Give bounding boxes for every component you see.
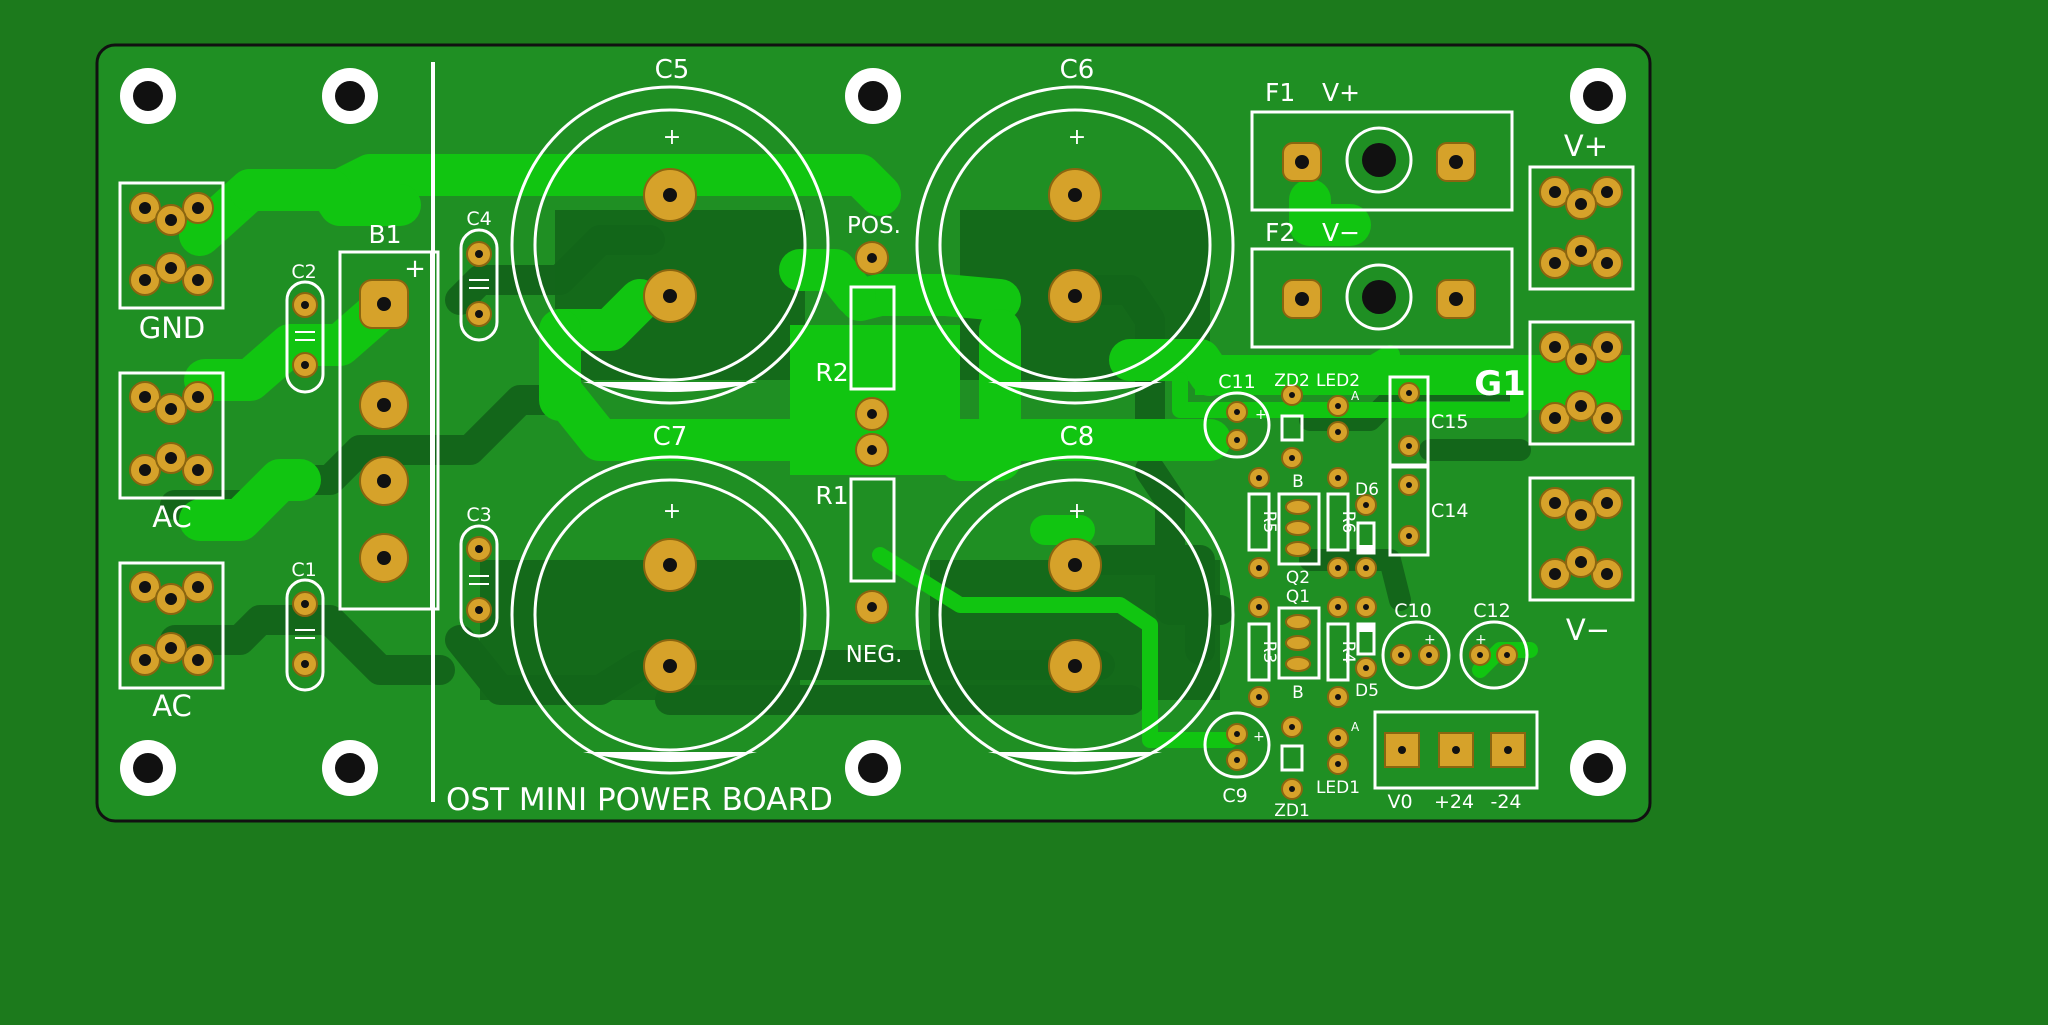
label-plus24: +24	[1434, 791, 1474, 813]
connector-ac-1: AC	[118, 371, 225, 534]
label-led1: LED1	[1316, 778, 1360, 798]
label-anode: A	[1351, 389, 1360, 403]
label-r4: R4	[1338, 641, 1358, 664]
label-d5: D5	[1355, 681, 1379, 701]
label-zd2: ZD2	[1274, 371, 1310, 391]
capacitor-c9	[1203, 711, 1271, 779]
label-f1-net: V+	[1322, 78, 1360, 107]
resistor-r2: R2 POS.	[815, 213, 901, 431]
label-c8: C8	[1060, 422, 1095, 452]
label-c9: C9	[1222, 785, 1247, 807]
bottom-pour-lower-left	[480, 560, 800, 700]
label-r6: R6	[1338, 511, 1358, 534]
capacitor-c1: C1	[285, 559, 325, 692]
capacitor-c8: + C8	[915, 422, 1235, 775]
capacitor-c7: + C7	[510, 422, 830, 775]
label-b: B	[1292, 683, 1304, 703]
label-ac: AC	[152, 500, 192, 534]
label-zd1: ZD1	[1274, 801, 1310, 821]
polarity-mark: +	[404, 254, 426, 284]
label-f2: F2	[1265, 218, 1295, 247]
capacitor-c11	[1203, 391, 1271, 459]
label-r5: R5	[1259, 511, 1279, 534]
label-c14: C14	[1431, 500, 1468, 522]
label-anode: A	[1351, 720, 1360, 734]
connector-gnd: GND	[118, 181, 225, 345]
capacitor-c3: C3	[459, 504, 499, 638]
fuse-f2: F2 V−	[1250, 218, 1514, 349]
polarity-mark: +	[1068, 125, 1086, 150]
label-q2: Q2	[1286, 568, 1310, 588]
label-f1: F1	[1265, 78, 1295, 107]
output-header	[1373, 710, 1539, 790]
label-c12: C12	[1473, 600, 1510, 622]
capacitor-c10	[1381, 620, 1451, 690]
capacitor-c6: + C6	[915, 55, 1235, 405]
resistor-r1: R1 NEG.	[815, 433, 903, 668]
polarity-mark: +	[1424, 632, 1436, 648]
label-c6: C6	[1060, 55, 1095, 85]
polarity-mark: +	[1255, 407, 1267, 423]
capacitor-c5: + C5	[510, 55, 830, 405]
label-minus24: -24	[1490, 791, 1521, 813]
label-gnd: GND	[139, 311, 206, 345]
capacitor-c12	[1459, 620, 1529, 690]
label-c10: C10	[1394, 600, 1431, 622]
connector-v0	[1528, 320, 1635, 446]
mounting-holes	[120, 68, 1626, 796]
label-g1: G1	[1474, 364, 1526, 404]
label-led2: LED2	[1316, 371, 1360, 391]
polarity-mark: +	[663, 125, 681, 150]
label-r3: R3	[1259, 641, 1279, 664]
label-c4: C4	[466, 208, 491, 230]
board-title: OST MINI POWER BOARD	[446, 782, 833, 818]
capacitor-c2: C2	[285, 261, 325, 394]
polarity-mark: +	[1068, 499, 1086, 524]
label-c3: C3	[466, 504, 491, 526]
connector-ac-2: AC	[118, 561, 225, 723]
label-v-plus: V+	[1564, 129, 1608, 163]
label-ac: AC	[152, 689, 192, 723]
label-c5: C5	[655, 55, 690, 85]
label-c11: C11	[1218, 371, 1255, 393]
top-pour-right	[1195, 355, 1535, 395]
capacitor-c14	[1388, 465, 1430, 557]
label-v-minus: V−	[1566, 613, 1610, 647]
label-c15: C15	[1431, 411, 1468, 433]
label-c1: C1	[291, 559, 316, 581]
label-r1: R1	[815, 481, 848, 510]
polarity-mark: +	[1253, 729, 1265, 745]
label-f2-net: V−	[1322, 218, 1360, 247]
label-neg: NEG.	[846, 642, 903, 668]
connector-v-plus: V+	[1528, 129, 1635, 291]
capacitor-c4: C4	[459, 208, 499, 342]
regulator-section: + C11 + C9 ZD2 LED2 A ZD1 LED1 A R5 R6	[1203, 371, 1539, 821]
fuse-f1: F1 V+	[1250, 78, 1514, 212]
polarity-mark: +	[663, 499, 681, 524]
label-q1: Q1	[1286, 587, 1310, 607]
label-c2: C2	[291, 261, 316, 283]
connector-v-minus: V−	[1528, 476, 1635, 647]
label-b1: B1	[368, 220, 401, 249]
label-r2: R2	[815, 358, 848, 387]
label-pos: POS.	[847, 213, 901, 239]
polarity-mark: +	[1475, 632, 1487, 648]
bridge-rectifier-b1: B1 +	[338, 220, 440, 611]
capacitor-c15	[1388, 375, 1430, 467]
label-c7: C7	[653, 422, 688, 452]
label-b: B	[1292, 472, 1304, 492]
label-d6: D6	[1355, 480, 1379, 500]
label-v0: V0	[1387, 791, 1412, 813]
